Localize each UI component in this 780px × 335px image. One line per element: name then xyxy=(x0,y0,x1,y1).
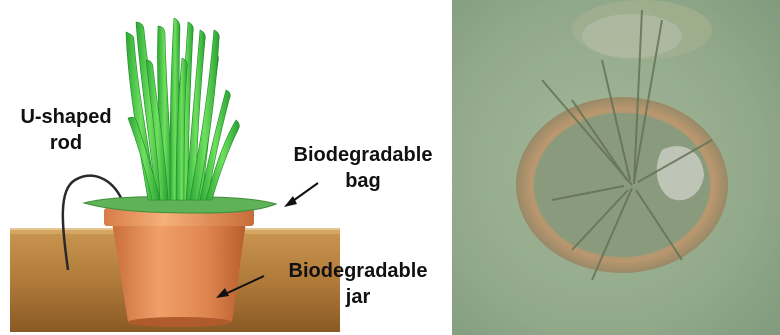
label-bag-line1: Biodegradable xyxy=(283,142,443,168)
underwater-photo xyxy=(452,0,780,335)
label-u-shaped-rod: U-shaped rod xyxy=(6,104,126,156)
underwater-photo-rendering xyxy=(452,0,780,335)
label-jar-line1: Biodegradable xyxy=(278,258,438,284)
label-rod-line2: rod xyxy=(6,130,126,156)
label-biodegradable-jar: Biodegradable jar xyxy=(278,258,438,310)
biodegradable-jar xyxy=(104,208,254,327)
seagrass-blades xyxy=(126,18,239,200)
label-rod-line1: U-shaped xyxy=(6,104,126,130)
planting-schematic: U-shaped rod Biodegradable bag Biodegrad… xyxy=(0,0,440,335)
label-biodegradable-bag: Biodegradable bag xyxy=(283,142,443,194)
label-bag-line2: bag xyxy=(283,168,443,194)
label-jar-line2: jar xyxy=(278,284,438,310)
